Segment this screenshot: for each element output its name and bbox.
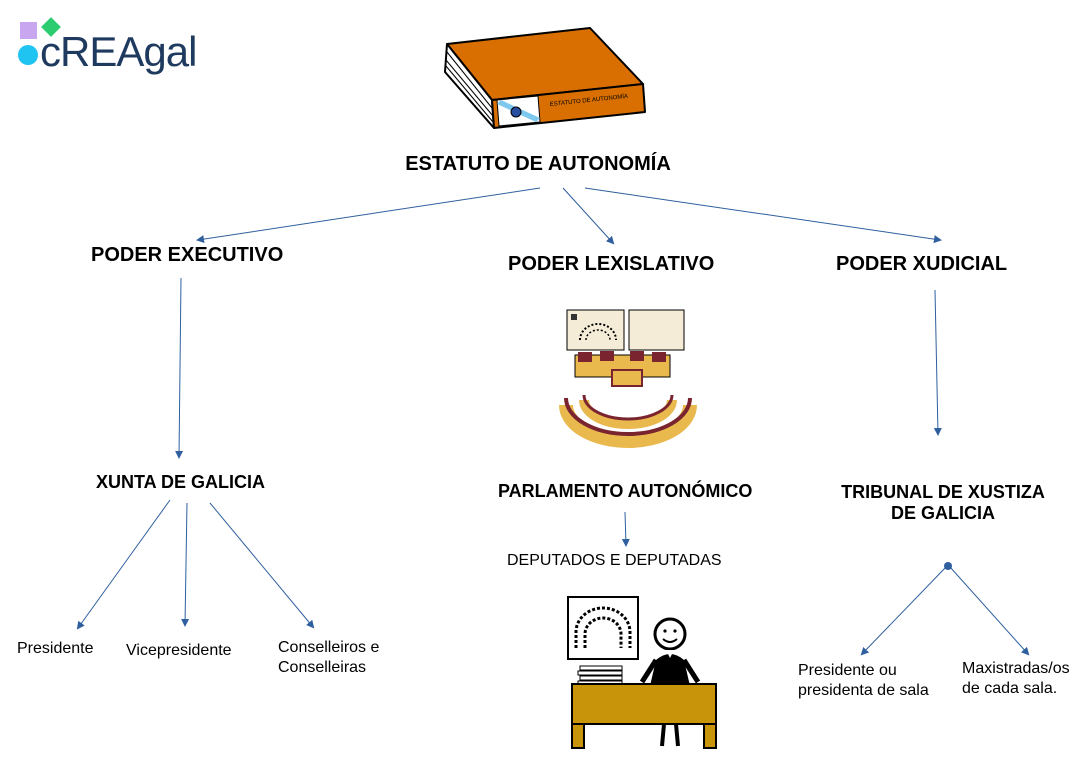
logo-square-icon — [20, 22, 37, 39]
member-presidente: Presidente — [17, 640, 94, 657]
branch-lexislativo-title: PODER LEXISLATIVO — [508, 253, 715, 275]
logo-circle-icon — [18, 45, 38, 65]
logo-text: cREAgal — [40, 28, 197, 75]
arrow-root-executivo — [196, 187, 541, 244]
arrow-xunta-presidente — [76, 499, 171, 630]
arrow-root-lexislativo — [562, 187, 615, 245]
body-parlamento: PARLAMENTO AUTONÓMICO — [498, 481, 753, 501]
branch-xudicial-title: PODER XUDICIAL — [836, 253, 1008, 275]
member-deputados: DEPUTADOS E DEPUTADAS — [507, 552, 722, 569]
arrow-xudicial-tribunal — [933, 289, 942, 436]
body-tribunal: TRIBUNAL DE XUSTIZA DE GALICIA — [820, 482, 1066, 524]
body-tribunal-line-1: TRIBUNAL DE XUSTIZA DE GALICIA — [841, 482, 1045, 523]
tribunal-junction-dot — [944, 562, 952, 570]
member-conselleiros: Conselleiros e Conselleiras — [278, 639, 380, 676]
arrow-parlamento-deputados — [621, 511, 630, 547]
body-xunta: XUNTA DE GALICIA — [96, 472, 265, 492]
arrow-xunta-conselleiros — [209, 502, 315, 629]
arrow-executivo-xunta — [175, 277, 184, 459]
arrow-xunta-vicepresidente — [181, 502, 190, 627]
branch-executivo-title: PODER EXECUTIVO — [91, 244, 284, 266]
member-maxistrados: Maxistradas/os de cada sala. — [962, 660, 1070, 697]
member-vicepresidente: Vicepresidente — [126, 642, 232, 659]
root-title: ESTATUTO DE AUTONOMÍA — [405, 153, 671, 175]
arrow-tribunal-presidente — [860, 566, 947, 656]
arrow-root-xudicial — [584, 187, 942, 244]
member-presidente-sala: Presidente ou presidenta de sala — [798, 662, 929, 699]
arrow-tribunal-maxistrados — [949, 566, 1030, 656]
logo: cREAgal — [18, 17, 218, 78]
